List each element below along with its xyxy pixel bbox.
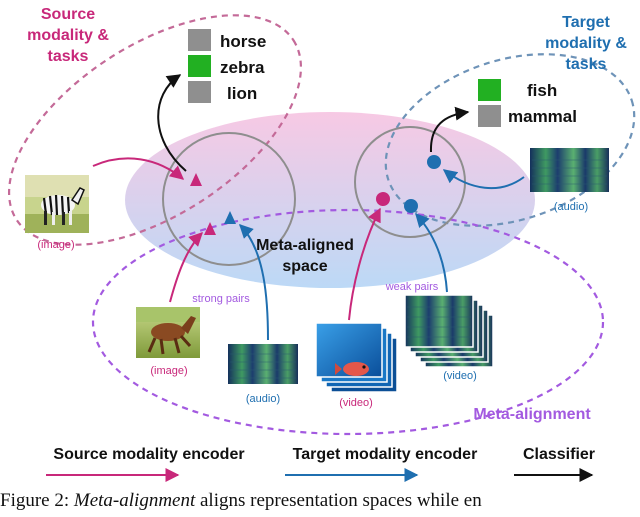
meta-aligned-space-ellipse (125, 112, 535, 288)
legend-classifier-label: Classifier (523, 446, 595, 463)
meta-alignment-label: Meta-alignment (473, 406, 591, 423)
horse-image (136, 307, 200, 358)
class-box-lion (188, 81, 211, 103)
target-classifier-arrow (429, 106, 470, 153)
caption-italic-term: Meta-alignment (73, 490, 196, 511)
fish-video-label: (video) (339, 397, 373, 409)
fish-video-stack (315, 322, 398, 393)
fish-audio-encoder-arrow (415, 212, 448, 293)
horse-image-label: (image) (150, 365, 187, 377)
legend-source-encoder-label: Source modality encoder (53, 446, 244, 463)
source-title-line3: tasks (48, 48, 89, 65)
meta-alignment-ellipse (91, 208, 605, 436)
class-label-mammal: mammal (508, 107, 577, 126)
weak-pairs-label: weak pairs (385, 281, 439, 293)
target-audio-encoder-arrow (442, 169, 525, 190)
fish-audio-video-stack (404, 294, 494, 368)
caption-rest: aligns representation spaces while en (195, 490, 482, 511)
target-tasks-ellipse (384, 53, 636, 227)
fish-audio-embedding-marker (404, 199, 418, 213)
source-class-list: horse zebra lion (188, 29, 266, 103)
horse-audio-spectrogram (228, 344, 298, 384)
horse-audio-label: (audio) (246, 393, 280, 405)
target-class-list: fish mammal (478, 79, 577, 127)
class-label-fish: fish (527, 81, 557, 100)
horse-audio-embedding-marker (224, 211, 236, 224)
zebra-image-label: (image) (37, 239, 74, 251)
source-tasks-ellipse (7, 14, 303, 246)
fish-video-embedding-marker (376, 192, 390, 206)
horse-encoder-arrow (169, 232, 203, 303)
meta-aligned-space-label-line1: Meta-aligned (256, 237, 354, 254)
source-cluster-circle (162, 132, 296, 266)
class-label-horse: horse (220, 32, 266, 51)
meta-aligned-space-label-line2: space (282, 258, 327, 275)
zebra-embedding-marker (190, 173, 202, 186)
target-audio-spectrogram (530, 148, 609, 192)
class-box-zebra (188, 55, 211, 77)
strong-pairs-label: strong pairs (192, 293, 250, 305)
source-classifier-arrow (157, 74, 187, 172)
target-audio-embedding-marker (427, 155, 441, 169)
class-box-mammal (478, 105, 501, 127)
target-title-line1: Target (562, 14, 610, 31)
target-audio-label: (audio) (554, 201, 588, 213)
source-title-line1: Source (41, 6, 95, 23)
class-label-zebra: zebra (220, 58, 265, 77)
horse-audio-encoder-arrow (239, 224, 269, 341)
fish-audio-video-label: (video) (443, 370, 477, 382)
class-label-lion: lion (227, 84, 257, 103)
fish-video-encoder-arrow (348, 207, 381, 321)
class-box-horse (188, 29, 211, 51)
zebra-image (25, 175, 89, 233)
target-title-line3: tasks (566, 56, 607, 73)
target-title-line2: modality & (545, 35, 627, 52)
caption-prefix: Figure 2: (0, 490, 74, 511)
source-title-line2: modality & (27, 27, 109, 44)
class-box-fish (478, 79, 501, 101)
legend-target-encoder-label: Target modality encoder (293, 446, 478, 463)
horse-embedding-marker (204, 222, 216, 235)
figure-caption: Figure 2: Meta-alignment aligns represen… (0, 490, 640, 512)
legend: Source modality encoder Target modality … (46, 446, 595, 482)
zebra-encoder-arrow (92, 157, 185, 180)
